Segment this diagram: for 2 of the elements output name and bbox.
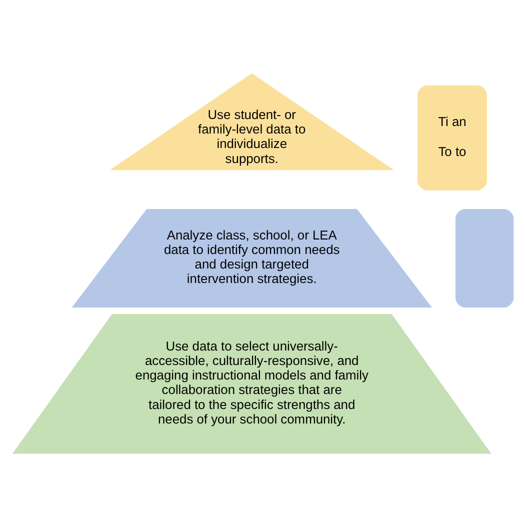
node-box [454,208,514,308]
node-box: Ti an To to [416,85,486,190]
